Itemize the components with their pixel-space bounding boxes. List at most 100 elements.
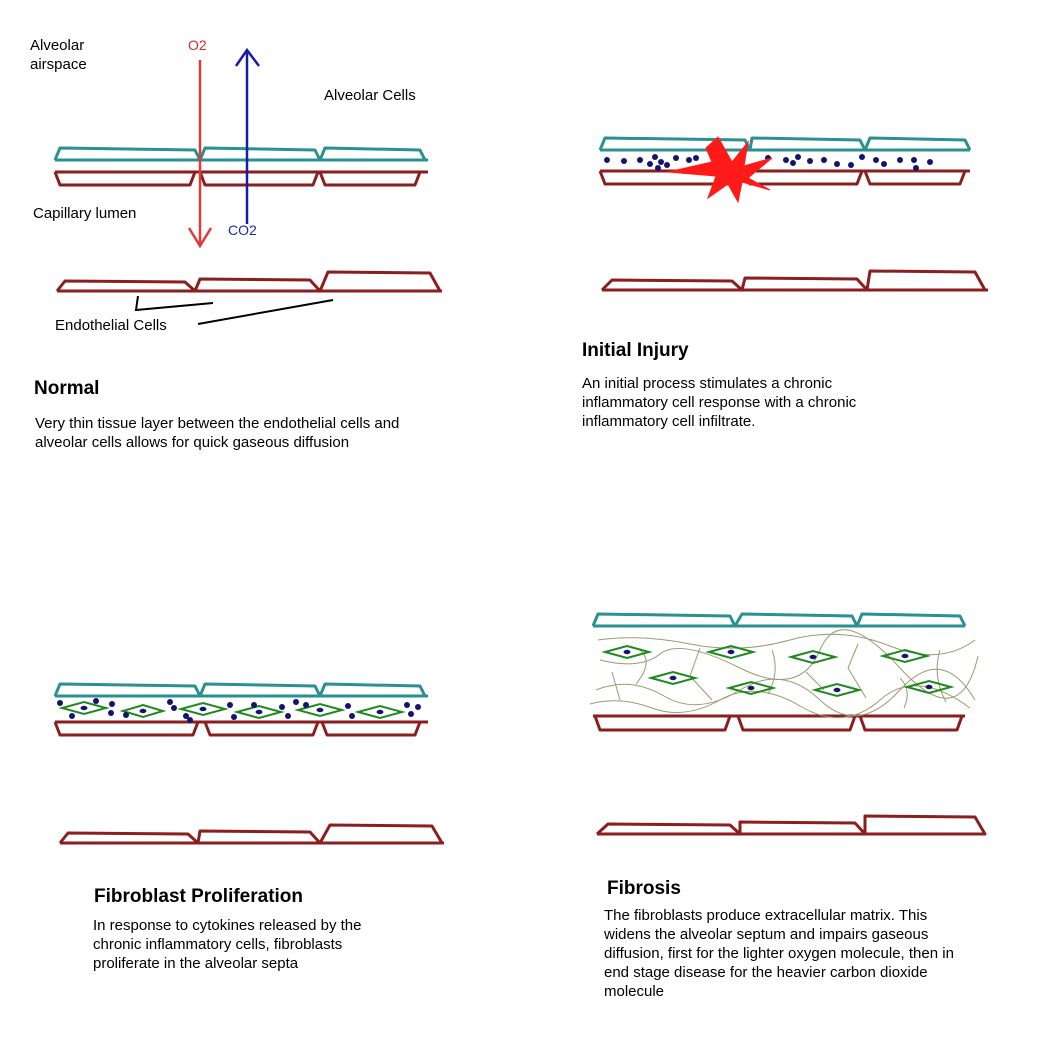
- inflammatory-cell-dot: [664, 162, 670, 168]
- inflammatory-cell-dot: [655, 165, 661, 171]
- inflammatory-cell-dot: [647, 161, 653, 167]
- fibroblast-proliferation-description: In response to cytokines released by the…: [93, 917, 362, 972]
- inflammatory-cell-dot: [693, 155, 699, 161]
- fibroblast-nucleus: [376, 709, 384, 715]
- inflammatory-cell-dot: [303, 702, 309, 708]
- fibroblast-icon: [725, 680, 777, 696]
- inflammatory-cell-dot: [279, 704, 285, 710]
- extracellular-matrix-fiber: [635, 649, 647, 685]
- extracellular-matrix-fiber: [595, 668, 976, 717]
- alveolar-airspace-label-line1: Alveolar: [30, 37, 85, 54]
- fibrosis-description: The fibroblasts produce extracellular ma…: [604, 907, 954, 1000]
- fibroblast-icon: [601, 644, 653, 660]
- inflammatory-cell-dot: [227, 702, 233, 708]
- fibroblast-icon: [233, 704, 285, 720]
- fibroblast-icon: [879, 648, 931, 664]
- inflammatory-cell-dot: [187, 717, 193, 723]
- inflammatory-cell-dot: [686, 157, 692, 163]
- extracellular-matrix-fiber: [805, 671, 825, 691]
- extracellular-matrix-fiber: [767, 649, 776, 695]
- fibroblast-nucleus: [809, 654, 817, 660]
- extracellular-matrix-fiber: [611, 671, 621, 701]
- inflammatory-cell-dot: [821, 157, 827, 163]
- inflammatory-cell-dot: [123, 712, 129, 718]
- fibroblast-icon: [177, 701, 229, 717]
- inflammatory-cell-dot: [108, 710, 114, 716]
- endothelial-cell-wall-lower: [600, 269, 988, 292]
- inflammatory-cell-dot: [251, 702, 257, 708]
- extracellular-matrix-fiber: [589, 685, 971, 719]
- fibroblast-icon: [647, 670, 699, 686]
- endothelial-cell-wall-lower: [58, 823, 444, 845]
- extracellular-matrix-fiber: [899, 677, 908, 709]
- inflammatory-cell-dot: [834, 161, 840, 167]
- inflammatory-cell-dot: [57, 700, 63, 706]
- fibroblast-nucleus: [139, 708, 147, 714]
- inflammatory-cell-dot: [285, 713, 291, 719]
- inflammatory-cell-dot: [167, 699, 173, 705]
- inflammatory-cell-dot: [913, 165, 919, 171]
- inflammatory-cell-dot: [783, 157, 789, 163]
- fibroblast-nucleus: [255, 709, 263, 715]
- inflammatory-cell-dot: [673, 155, 679, 161]
- endothelial-cell-outline: [593, 714, 964, 732]
- initial-injury-description: An initial process stimulates a chronic …: [582, 375, 857, 430]
- inflammatory-cell-dot: [790, 160, 796, 166]
- inflammatory-cell-dot: [927, 159, 933, 165]
- extracellular-matrix-fiber: [936, 649, 947, 703]
- o2-arrowhead: [187, 227, 213, 249]
- fibroblast-panel-drawing: [53, 682, 444, 845]
- extracellular-matrix-fiber: [599, 629, 979, 699]
- inflammatory-cell-dot: [911, 157, 917, 163]
- inflammatory-cell-dot: [231, 714, 237, 720]
- inflammatory-cell-dot: [93, 698, 99, 704]
- endothelial-cell-wall-lower: [55, 270, 442, 293]
- alveolar-airspace-label-line2: airspace: [30, 56, 87, 73]
- endothelial-pointer-line: [197, 299, 334, 325]
- normal-panel-drawing: [53, 47, 442, 325]
- alveolar-cell-outline: [53, 682, 427, 698]
- inflammatory-cell-dot: [637, 157, 643, 163]
- inflammatory-cell-dot: [859, 154, 865, 160]
- alveolar-cell-outline: [591, 612, 967, 628]
- inflammatory-cell-dot: [69, 713, 75, 719]
- endothelial-cell-outline: [598, 169, 967, 186]
- inflammatory-cell-dot: [345, 703, 351, 709]
- inflammatory-cell-dot: [293, 699, 299, 705]
- fibroblast-icon: [903, 679, 955, 695]
- normal-title: Normal: [34, 378, 100, 399]
- inflammatory-cell-dot: [897, 157, 903, 163]
- co2-label: CO2: [228, 222, 257, 238]
- inflammatory-cell-dot: [408, 711, 414, 717]
- inflammatory-cell-dot: [171, 705, 177, 711]
- fibroblast-icon: [119, 703, 167, 719]
- fibroblast-nucleus: [925, 684, 933, 690]
- inflammatory-cell-dot: [807, 158, 813, 164]
- extracellular-matrix-fiber: [689, 647, 713, 701]
- extracellular-matrix-fiber: [847, 643, 867, 699]
- injury-burst-icon: [667, 136, 773, 204]
- fibroblast-icon: [58, 700, 110, 716]
- inflammatory-cell-dot: [349, 713, 355, 719]
- fibroblast-icon: [354, 704, 406, 720]
- endothelial-cell-wall-lower: [595, 814, 987, 836]
- o2-label: O2: [188, 37, 207, 53]
- fibroblast-icon: [294, 702, 346, 718]
- endothelial-pointer-line: [134, 295, 214, 312]
- inflammatory-cell-dot: [873, 157, 879, 163]
- alveolar-cell-outline: [598, 136, 972, 152]
- fibroblast-nucleus: [747, 685, 755, 691]
- fibroblast-nucleus: [833, 687, 841, 693]
- inflammatory-cell-dot: [415, 704, 421, 710]
- alveolar-cells-label: Alveolar Cells: [324, 87, 416, 104]
- fibroblast-nucleus: [901, 653, 909, 659]
- fibrosis-panel-drawing: [589, 612, 987, 836]
- endothelial-cell-outline: [53, 720, 422, 737]
- inflammatory-cell-dot: [658, 159, 664, 165]
- inflammatory-cell-dot: [621, 158, 627, 164]
- inflammatory-cell-dot: [795, 154, 801, 160]
- extracellular-matrix-fiber: [597, 633, 976, 656]
- fibroblast-nucleus: [669, 675, 677, 681]
- fibroblast-icon: [811, 682, 863, 698]
